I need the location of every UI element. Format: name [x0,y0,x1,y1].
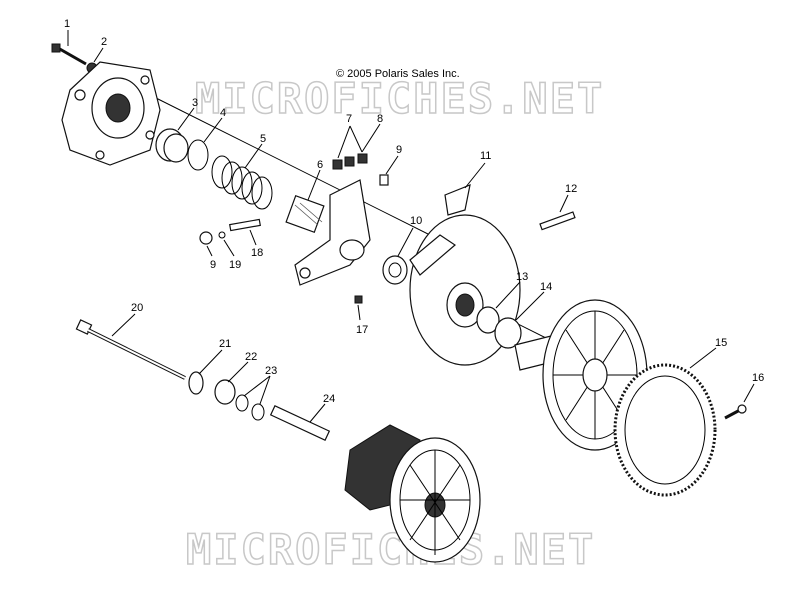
label-3: 3 [192,97,198,109]
label-11: 11 [480,150,491,162]
part-20-long-bolt [75,319,186,380]
copyright-notice: © 2005 Polaris Sales Inc. [336,68,460,80]
part-15-ring-gear [613,363,717,497]
label-5: 5 [260,133,266,145]
label-15: 15 [715,337,727,349]
label-21: 21 [219,338,231,350]
label-24: 24 [323,393,335,405]
assembled-clutch [344,424,481,563]
part-17-nut [354,295,363,304]
watermark-top: MICROFICHES.NET [194,73,605,124]
label-9-lower: 9 [210,259,216,271]
part-6-roller-block [285,194,325,234]
label-19: 19 [229,259,241,271]
label-6: 6 [317,159,323,171]
watermark-bottom: MICROFICHES.NET [185,524,596,575]
part-18-pin [229,218,261,232]
label-10: 10 [410,215,422,227]
part-16-bolt [724,404,747,420]
label-7: 7 [346,113,352,125]
part-23-ring-b [251,403,265,421]
part-7-8-nuts [332,153,368,170]
label-12: 12 [565,183,577,195]
label-9-upper: 9 [396,144,402,156]
part-23-ring-a [235,394,249,412]
label-18: 18 [251,247,263,259]
label-16: 16 [752,372,764,384]
part-12-pin [539,211,576,231]
part-9-cap-lower [199,231,213,245]
label-22: 22 [245,351,257,363]
part-11-bracket [444,184,471,216]
part-number-labels: 1 2 3 4 5 6 7 8 9 10 11 12 13 14 15 16 1… [64,18,764,405]
part-22-bushing [214,379,236,405]
leader-lines [67,30,755,423]
label-20: 20 [131,302,143,314]
label-13: 13 [516,271,528,283]
part-21-washer [188,371,204,395]
label-2: 2 [101,36,107,48]
part-24-sleeve [269,404,331,442]
part-1-bolt [51,43,87,66]
label-4: 4 [220,107,226,119]
part-13-ring [476,306,500,334]
part-3-bushing [155,128,189,163]
part-19-ring [218,231,226,239]
part-9-cap-upper [379,174,389,186]
label-1: 1 [64,18,70,30]
label-14: 14 [540,281,552,293]
label-8: 8 [377,113,383,125]
part-14-ring [494,317,522,349]
spider-arm [294,179,371,286]
label-23: 23 [265,365,277,377]
part-5-spring [211,155,273,210]
part-4-ring [187,139,209,171]
axis-line [149,94,441,241]
cover-plate [61,61,161,166]
part-10-washer [382,255,408,285]
label-17: 17 [356,324,368,336]
